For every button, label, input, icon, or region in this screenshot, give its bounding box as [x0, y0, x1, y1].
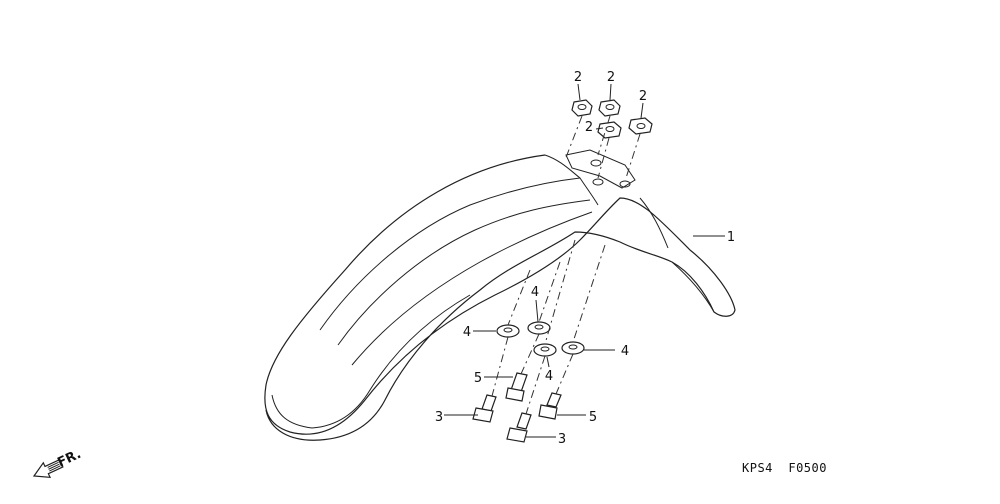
callout-nut-b: 2	[607, 70, 615, 85]
callout-washer-b: 4	[531, 285, 539, 300]
direction-label: FR.	[55, 447, 83, 471]
callout-fender: 1	[727, 230, 735, 245]
callout-washer-d: 4	[621, 344, 629, 359]
nut-c	[597, 121, 622, 139]
callout-bolt-long-b: 5	[589, 410, 597, 425]
washer-c	[533, 343, 557, 357]
washer-parts	[496, 321, 585, 357]
nut-d	[628, 117, 653, 135]
leader-lines	[444, 83, 725, 438]
washer-d	[561, 341, 585, 355]
callout-bolt-long-a: 5	[474, 371, 482, 386]
callout-nut-c: 2	[639, 89, 647, 104]
bolt-short-b	[506, 412, 532, 443]
assembly-lines	[491, 115, 641, 415]
bolt-long-a	[505, 372, 528, 402]
bolt-short-a	[472, 394, 497, 423]
nut-a	[571, 99, 593, 117]
nut-b	[598, 99, 621, 117]
front-fender	[264, 149, 736, 441]
direction-arrow-icon	[32, 458, 64, 479]
bolt-parts	[472, 372, 562, 443]
front-direction-indicator: FR.	[32, 447, 84, 479]
callout-washer-c: 4	[545, 369, 553, 384]
callout-washer-a: 4	[463, 325, 471, 340]
callout-bolt-short-b: 3	[558, 432, 566, 447]
washer-b	[527, 321, 551, 335]
callout-nut-a: 2	[574, 70, 582, 85]
bolt-long-b	[538, 392, 562, 420]
callout-nut-d: 2	[585, 120, 593, 135]
callout-bolt-short-a: 3	[435, 410, 443, 425]
washer-a	[496, 324, 520, 338]
diagram-code: KPS4 F0500	[742, 461, 827, 475]
callouts: 2 2 2 2 1 4 4 4 4 5 5 3 3	[435, 70, 735, 447]
nut-parts	[571, 99, 653, 139]
